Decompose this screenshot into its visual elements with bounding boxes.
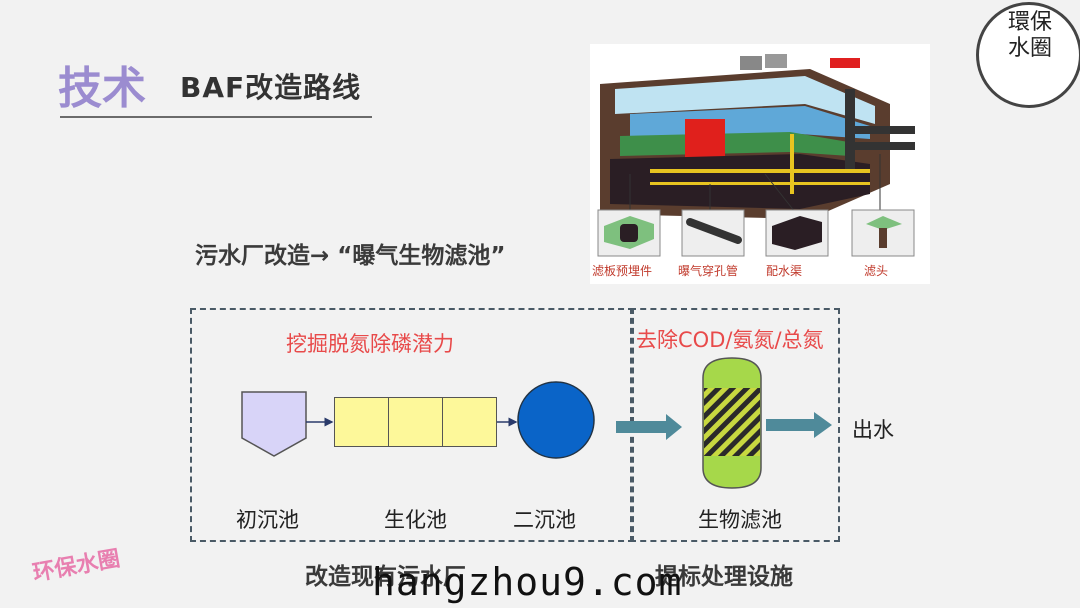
- baf-cutaway-drawing: [597, 54, 915, 257]
- bio-tank-cell: [442, 397, 497, 447]
- seal-text: 環保水圈: [1007, 10, 1052, 61]
- bio-tank-cell: [334, 397, 389, 447]
- label-outlet: 出水: [852, 418, 894, 442]
- label-primary-clarifier: 初沉池: [236, 508, 299, 532]
- bio-tank-cell: [388, 397, 443, 447]
- site-watermark: hangzhou9.com: [372, 560, 683, 604]
- page-title: 技术: [58, 63, 146, 114]
- note-nutrient-potential: 挖掘脱氮除磷潜力: [286, 332, 454, 356]
- caption-filter-nozzle: 滤头: [864, 264, 889, 278]
- biofilter-shape: [702, 357, 762, 489]
- note-removal-targets: 去除COD/氨氮/总氮: [636, 328, 824, 352]
- flow-arrow-outlet: [766, 412, 832, 438]
- secondary-clarifier-shape: [517, 381, 595, 459]
- label-secondary-clarifier: 二沉池: [513, 508, 576, 532]
- headline: 污水厂改造→ “曝气生物滤池”: [195, 243, 506, 269]
- label-biofilter: 生物滤池: [698, 508, 782, 532]
- baf-illustration: 滤板预埋件 曝气穿孔管 配水渠 滤头: [590, 44, 930, 284]
- caption-aeration-pipe: 曝气穿孔管: [678, 264, 739, 278]
- caption-upgrade-facility: 提标处理设施: [655, 564, 793, 590]
- seal-logo: [976, 2, 1080, 108]
- title-underline: [60, 116, 372, 118]
- caption-existing-plant: 改造现有污水厂: [305, 564, 466, 590]
- flow-arrow-to-filter: [616, 414, 682, 440]
- page-subtitle: BAF改造路线: [180, 71, 362, 104]
- caption-distribution-channel: 配水渠: [766, 264, 803, 278]
- primary-clarifier-shape: [241, 391, 307, 457]
- caption-filter-plate-embed: 滤板预埋件: [592, 264, 653, 278]
- label-bio-tank: 生化池: [384, 508, 447, 532]
